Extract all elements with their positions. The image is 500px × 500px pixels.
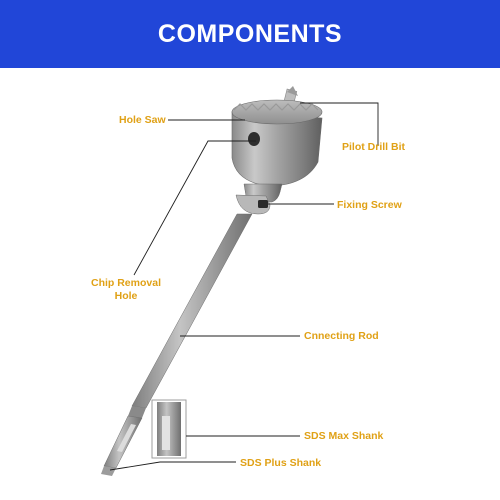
leader-chip-removal-hole — [133, 140, 256, 276]
sds-max-shank — [103, 406, 146, 469]
leader-sds-plus-shank — [109, 461, 236, 471]
leader-pilot-drill-bit — [300, 102, 379, 146]
label-fixing-screw: Fixing Screw — [337, 199, 402, 211]
page-title: COMPONENTS — [157, 19, 343, 48]
label-pilot-drill-bit: Pilot Drill Bit — [342, 141, 405, 153]
label-chip-removal-line-2: Hole — [114, 290, 138, 302]
collar — [235, 183, 283, 215]
label-sds-max-shank: SDS Max Shank — [304, 430, 384, 442]
label-sds-plus-shank: SDS Plus Shank — [240, 457, 322, 469]
label-hole-saw: Hole Saw — [119, 114, 166, 126]
label-connecting-rod: Cnnecting Rod — [304, 330, 379, 342]
connecting-rod — [131, 213, 253, 409]
hole-saw — [231, 99, 323, 187]
label-chip-removal-hole: Chip Removal Hole — [87, 277, 165, 303]
chip-removal-hole-icon — [248, 132, 260, 146]
sds-plus-shank — [101, 466, 116, 476]
label-chip-removal-line-1: Chip Removal — [90, 277, 161, 289]
shank-detail-inset — [151, 399, 187, 459]
leader-lines — [109, 102, 379, 471]
fixing-screw — [258, 200, 268, 208]
header-banner: COMPONENTS — [0, 0, 500, 68]
